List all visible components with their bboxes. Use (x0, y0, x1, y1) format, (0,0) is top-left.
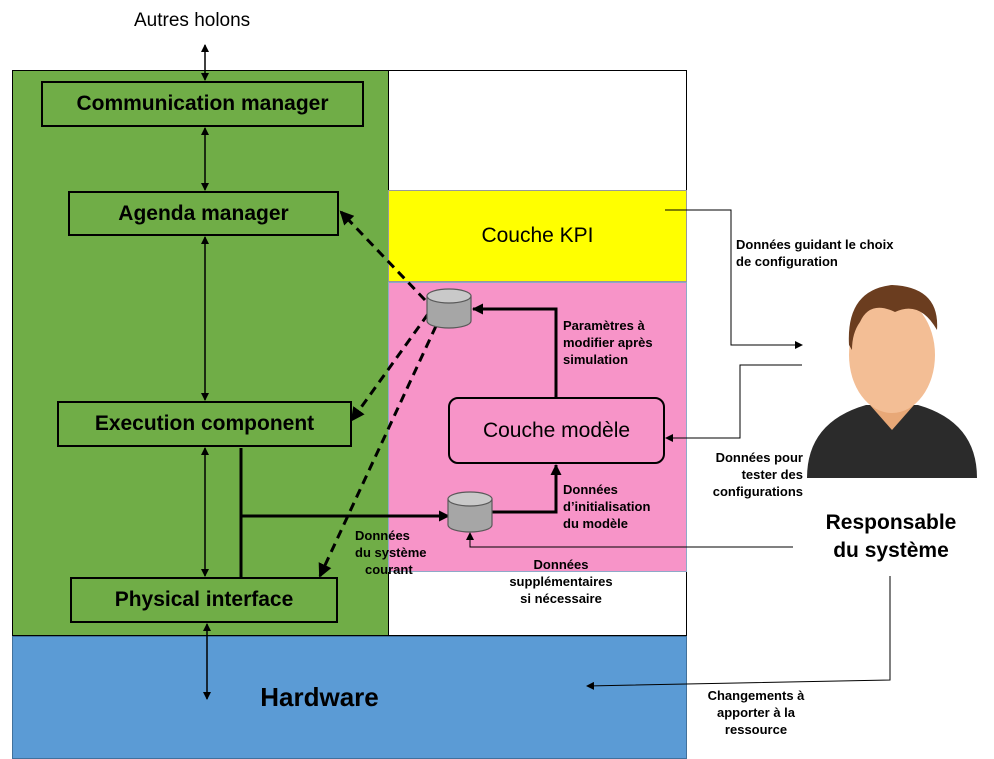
label-changements: Changements à apporter à la ressource (707, 688, 805, 737)
autres-holons-label: Autres holons (134, 10, 251, 31)
hardware-box: Hardware (12, 636, 687, 759)
label-supplementaires: Données supplémentaires si nécessaire (509, 557, 613, 606)
label-parametres: Paramètres à modifier après simulation (563, 318, 653, 367)
communication-manager-box: Communication manager (41, 81, 364, 127)
physical-interface-box: Physical interface (70, 577, 338, 623)
hardware-label: Hardware (260, 682, 379, 712)
physical-interface-label: Physical interface (114, 588, 294, 611)
person-icon (807, 285, 977, 478)
label-initialisation: Données d’initialisation du modèle (563, 482, 651, 531)
execution-component-box: Execution component (57, 401, 352, 447)
couche-modele-label: Couche modèle (482, 418, 631, 442)
execution-component-label: Execution component (94, 412, 315, 435)
communication-manager-label: Communication manager (76, 92, 329, 115)
couche-modele-box: Couche modèle (448, 397, 665, 464)
agenda-manager-box: Agenda manager (68, 191, 339, 236)
couche-kpi-box: Couche KPI (388, 190, 687, 282)
responsable-label: Responsable du système (825, 511, 957, 562)
label-guidant: Données guidant le choix de configuratio… (736, 237, 894, 269)
agenda-manager-label: Agenda manager (118, 201, 289, 225)
label-tester: Données pour tester des configurations (712, 450, 803, 499)
couche-kpi-label: Couche KPI (481, 224, 594, 247)
label-systeme-courant: Données du système courant (355, 528, 427, 577)
green-holon-panel (12, 70, 389, 636)
